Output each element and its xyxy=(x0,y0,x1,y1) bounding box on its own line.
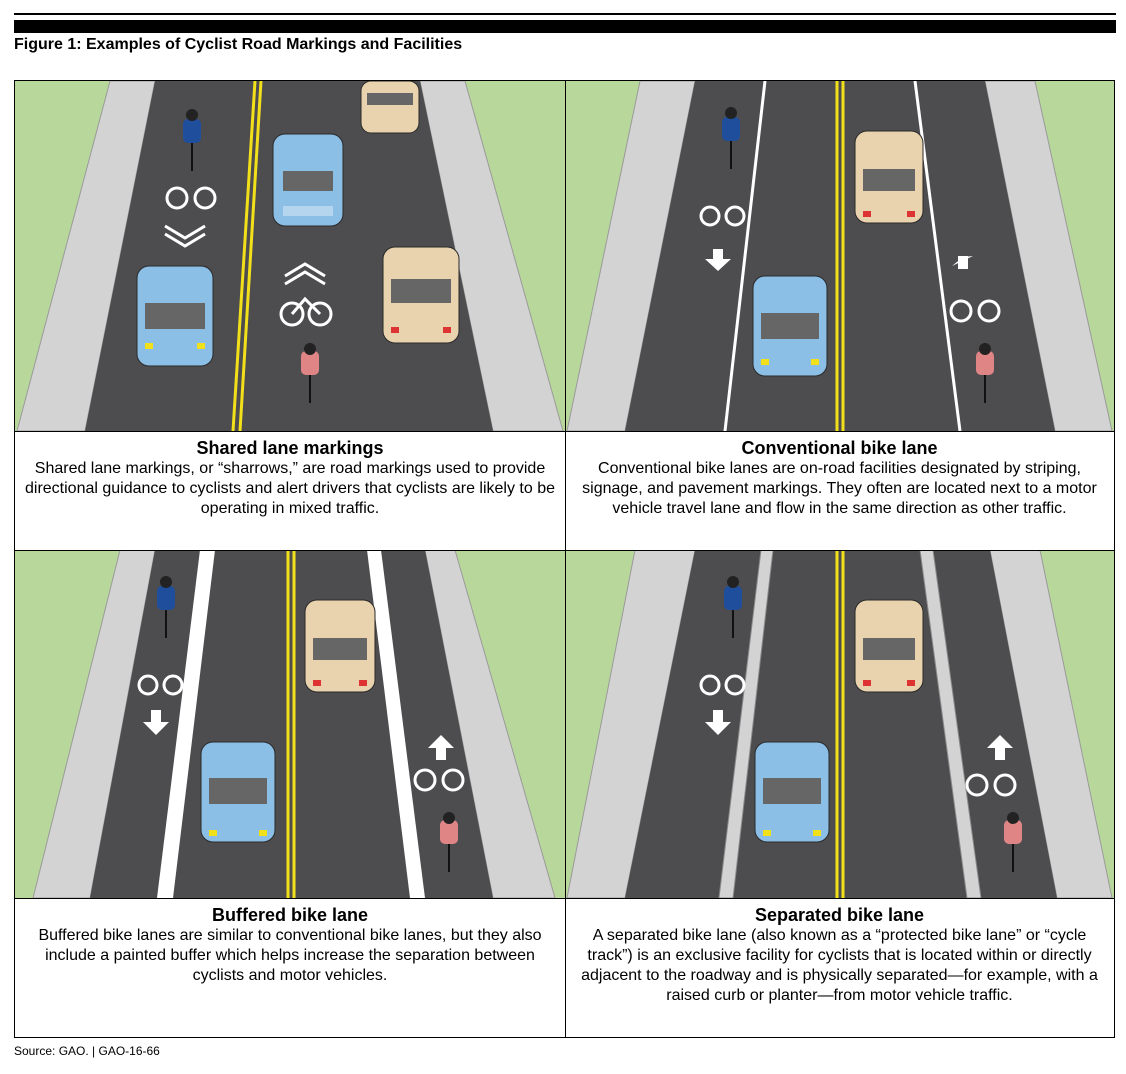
car-blue xyxy=(200,741,276,843)
panel-title: Buffered bike lane xyxy=(211,905,369,925)
sidewalk-left xyxy=(32,550,156,898)
cyclist-blue xyxy=(724,576,742,638)
bike-symbol-left xyxy=(699,674,746,696)
bike-symbol-right xyxy=(413,768,465,792)
sidewalk-left xyxy=(566,81,696,431)
arrow-up-head xyxy=(952,256,973,266)
cyclist-blue xyxy=(183,109,201,171)
car-blue xyxy=(752,275,828,377)
panel-description: Shared lane markings, or “sharrows,” are… xyxy=(24,460,555,517)
curb-right xyxy=(919,550,982,898)
bike-symbol-left xyxy=(137,674,184,696)
conventional-bike-lane-illustration xyxy=(565,81,1114,431)
car-tan-lower xyxy=(382,246,460,344)
caption-shared-lane: Shared lane markings Shared lane marking… xyxy=(15,431,565,519)
sidewalk-left xyxy=(16,81,156,431)
divider-image-caption-top xyxy=(15,431,1114,432)
road xyxy=(625,550,1057,898)
car-tan xyxy=(304,599,376,693)
top-rule-thick xyxy=(14,20,1116,33)
panel-title: Conventional bike lane xyxy=(741,438,938,458)
caption-separated-bike-lane: Separated bike lane A separated bike lan… xyxy=(565,898,1114,1006)
source-note: Source: GAO. | GAO-16-66 xyxy=(14,1044,160,1058)
panel-title: Separated bike lane xyxy=(754,905,925,925)
figure-title: Figure 1: Examples of Cyclist Road Marki… xyxy=(14,36,463,53)
car-tan xyxy=(854,599,924,693)
buffered-bike-lane-illustration xyxy=(15,550,565,898)
panel-buffered-bike-lane: Buffered bike lane Buffered bike lanes a… xyxy=(15,550,565,1037)
bike-lane-line-left xyxy=(723,81,767,431)
sidewalk-right xyxy=(424,550,556,898)
arrow-up xyxy=(987,735,1013,760)
cyclist-pink xyxy=(440,812,458,872)
sidewalk-left xyxy=(566,550,696,898)
panel-description: A separated bike lane (also known as a “… xyxy=(581,927,1098,1004)
panel-description: Conventional bike lanes are on-road faci… xyxy=(582,460,1097,517)
car-tan-upper xyxy=(360,81,420,134)
caption-buffered-bike-lane: Buffered bike lane Buffered bike lanes a… xyxy=(15,898,565,986)
bike-symbol-right xyxy=(965,773,1017,797)
panel-conventional-bike-lane: Conventional bike lane Conventional bike… xyxy=(565,81,1114,550)
divider-image-caption-bottom xyxy=(15,898,1114,899)
car-blue-lower xyxy=(136,265,214,367)
shared-lane-illustration xyxy=(15,81,565,431)
separated-bike-lane-illustration xyxy=(565,550,1114,898)
panel-shared-lane: Shared lane markings Shared lane marking… xyxy=(15,81,565,550)
car-tan xyxy=(854,130,924,224)
top-rule-thin xyxy=(14,13,1116,15)
arrow-down xyxy=(705,710,731,735)
bike-symbol-right xyxy=(949,299,1001,323)
panel-separated-bike-lane: Separated bike lane A separated bike lan… xyxy=(565,550,1114,1037)
figure-frame: Shared lane markings Shared lane marking… xyxy=(14,80,1115,1038)
buffer-right xyxy=(367,550,425,898)
car-blue xyxy=(754,741,830,843)
center-line-b xyxy=(238,81,263,431)
car-blue-upper xyxy=(272,133,344,227)
sharrow-up xyxy=(279,262,333,327)
panel-description: Buffered bike lanes are similar to conve… xyxy=(38,927,542,984)
arrow-down xyxy=(143,710,169,735)
road xyxy=(625,81,1055,431)
curb-left xyxy=(718,550,774,898)
arrow-down xyxy=(705,249,731,271)
divider-vertical xyxy=(565,81,566,1037)
arrow-up xyxy=(428,735,454,760)
cyclist-pink xyxy=(1004,812,1022,872)
buffer-left xyxy=(157,550,215,898)
divider-horizontal xyxy=(15,550,1114,551)
sharrow-down xyxy=(164,186,217,248)
cyclist-pink xyxy=(976,343,994,403)
cyclist-pink xyxy=(301,343,319,403)
bike-symbol-left xyxy=(699,205,746,227)
center-line-a xyxy=(231,81,257,431)
cyclist-blue xyxy=(157,576,175,638)
cyclist-blue xyxy=(722,107,740,169)
panel-title: Shared lane markings xyxy=(196,438,384,458)
caption-conventional-bike-lane: Conventional bike lane Conventional bike… xyxy=(565,431,1114,519)
